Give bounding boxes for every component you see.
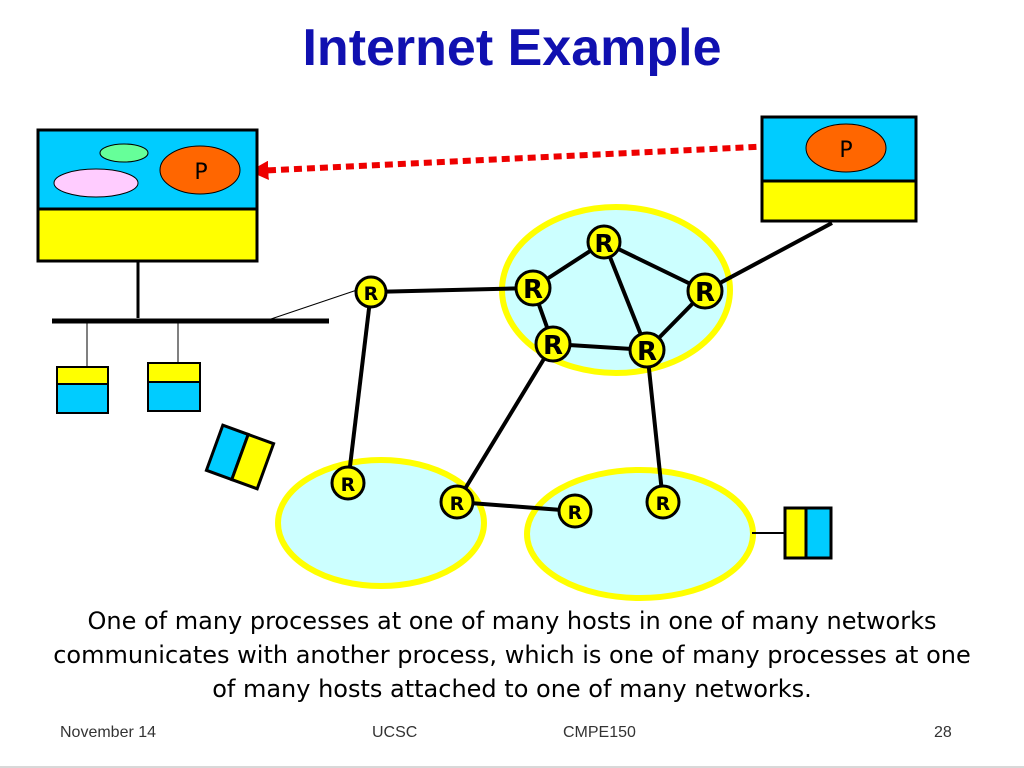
router: R bbox=[354, 275, 388, 309]
svg-text:R: R bbox=[543, 331, 563, 361]
host-right: P bbox=[760, 115, 918, 223]
svg-text:R: R bbox=[568, 502, 583, 524]
router: R bbox=[645, 484, 681, 520]
footer-date: November 14 bbox=[60, 724, 157, 741]
process-left bbox=[159, 145, 241, 195]
footer-org: UCSC bbox=[372, 724, 418, 741]
lan-host-2 bbox=[147, 362, 201, 412]
footer-course: CMPE150 bbox=[563, 724, 636, 741]
process-left-label: P bbox=[194, 160, 207, 185]
svg-text:R: R bbox=[594, 229, 613, 258]
process-right-label: P bbox=[839, 138, 852, 163]
router: R bbox=[330, 465, 366, 501]
slide-title: Internet Example bbox=[302, 19, 722, 77]
footer-page-number: 28 bbox=[934, 724, 952, 741]
host-tilted bbox=[204, 423, 276, 491]
router: R bbox=[514, 269, 552, 307]
router: R bbox=[686, 272, 724, 310]
router: R bbox=[439, 484, 475, 520]
caption: One of many processes at one of many hos… bbox=[53, 607, 971, 703]
svg-text:R: R bbox=[450, 493, 465, 515]
router: R bbox=[628, 331, 666, 369]
process-ellipse-pink bbox=[53, 168, 139, 198]
network-right bbox=[524, 467, 756, 601]
process-communication-arrow bbox=[249, 136, 802, 180]
bottom-rule bbox=[0, 766, 1024, 768]
router: R bbox=[557, 493, 593, 529]
svg-text:R: R bbox=[695, 278, 715, 308]
lan-host-1 bbox=[56, 366, 109, 414]
host-network-right bbox=[783, 506, 833, 560]
svg-text:R: R bbox=[637, 337, 657, 367]
svg-text:R: R bbox=[364, 283, 379, 305]
svg-text:R: R bbox=[523, 275, 543, 305]
svg-text:R: R bbox=[341, 474, 356, 496]
svg-text:R: R bbox=[656, 493, 671, 515]
process-ellipse-green bbox=[99, 143, 149, 163]
router: R bbox=[586, 224, 622, 260]
router: R bbox=[534, 325, 572, 363]
host-left: P bbox=[36, 128, 259, 263]
process-right bbox=[805, 123, 887, 173]
bus-to-router-link bbox=[267, 289, 358, 321]
network-left bbox=[275, 457, 487, 589]
